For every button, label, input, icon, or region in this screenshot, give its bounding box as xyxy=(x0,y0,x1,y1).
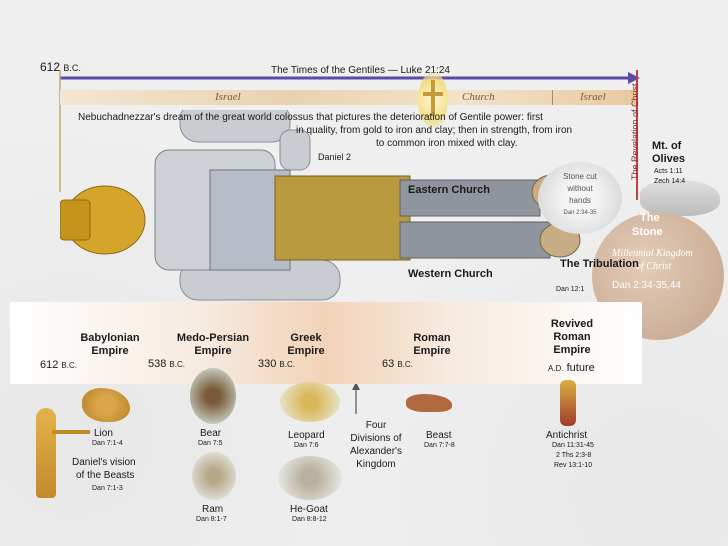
anti-ref1: Dan 11:31-45 xyxy=(552,442,594,449)
vision-l2: of the Beasts xyxy=(76,470,135,481)
dream-line2: in quality, from gold to iron and clay; … xyxy=(296,125,573,136)
daniel-figure xyxy=(36,408,56,498)
medo-l1: Medo-Persian xyxy=(176,332,250,344)
year-612: 612 B.C. xyxy=(40,359,77,371)
daniel-pointing-arm xyxy=(52,430,90,434)
statue-bronze-skirt xyxy=(274,175,411,261)
year-330: 330 B.C. xyxy=(258,358,295,370)
tribulation-ref: Dan 12:1 xyxy=(556,286,585,293)
cross-bar xyxy=(423,92,443,96)
revived-l1: Revived xyxy=(550,318,594,330)
ram-label: Ram xyxy=(202,504,224,515)
goat-label: He-Goat xyxy=(290,504,328,515)
leopard-icon xyxy=(280,382,340,422)
anti-ref2: 2 Ths 2:3-8 xyxy=(556,452,592,459)
year-538: 538 B.C. xyxy=(148,358,185,370)
lion-label: Lion xyxy=(94,428,113,439)
era-band xyxy=(60,90,636,105)
divisions-arrow-head xyxy=(352,382,360,390)
mt-of-label: Mt. of xyxy=(652,140,682,152)
babylonian-l2: Empire xyxy=(91,345,129,357)
stone-cut-l3: hands xyxy=(569,196,591,205)
medo-l2: Empire xyxy=(194,345,232,357)
greek-l1: Greek xyxy=(290,332,322,344)
dream-line1: Nebuchadnezzar's dream of the great worl… xyxy=(78,112,543,123)
beast-label: Beast xyxy=(426,430,452,441)
mt-ref1: Acts 1:11 xyxy=(654,168,683,175)
era-israel-left: Israel xyxy=(215,91,241,103)
goat-icon xyxy=(278,456,342,500)
four-l2: Divisions of xyxy=(350,433,402,444)
era-church: Church xyxy=(462,91,495,103)
stone-cut-l1: Stone cut xyxy=(563,172,597,181)
bear-ref: Dan 7:5 xyxy=(198,440,223,447)
roman-l2: Empire xyxy=(413,345,451,357)
statue-hand-upper xyxy=(279,129,311,171)
tribulation-l1: The Tribulation xyxy=(560,258,639,270)
antichrist-label: Antichrist xyxy=(546,430,588,441)
statue-leg-lower xyxy=(399,221,551,259)
four-l4: Kingdom xyxy=(356,459,396,470)
statue-drawing xyxy=(59,101,581,301)
bear-label: Bear xyxy=(200,428,222,439)
goat-ref: Dan 8:8-12 xyxy=(292,516,327,523)
bear-icon xyxy=(190,368,236,424)
empires-band xyxy=(10,302,642,384)
anti-ref3: Rev 13:1-10 xyxy=(554,462,593,469)
millennial-l2: of Christ xyxy=(636,261,672,272)
stone-cut-ref: Dan 2:34-35 xyxy=(563,210,597,216)
cross-icon xyxy=(431,80,435,116)
western-church-label: Western Church xyxy=(408,268,493,280)
times-of-gentiles-title: The Times of the Gentiles — Luke 21:24 xyxy=(268,65,453,76)
start-year-label: 612 B.C. xyxy=(40,60,81,74)
beast-icon xyxy=(406,394,452,412)
revived-l3: Empire xyxy=(553,344,591,356)
millennial-l1: Millennial Kingdom xyxy=(612,248,693,259)
statue xyxy=(59,101,620,310)
four-l1: Four xyxy=(365,420,387,431)
mt-olives-rock xyxy=(640,180,720,216)
stone-cut-l2: without xyxy=(567,184,593,193)
olives-label: Olives xyxy=(652,153,686,165)
revived-l2: Roman xyxy=(553,331,591,343)
leopard-ref: Dan 7:6 xyxy=(294,442,319,449)
ram-icon xyxy=(192,452,236,500)
era-divider xyxy=(552,90,553,105)
leopard-label: Leopard xyxy=(288,430,325,441)
year-63: 63 B.C. xyxy=(382,358,413,370)
beast-ref: Dan 7:7-8 xyxy=(424,442,455,449)
statue-leg-upper xyxy=(399,179,541,217)
dream-line3: to common iron mixed with clay. xyxy=(376,138,518,149)
vision-ref: Dan 7:1-3 xyxy=(92,485,123,492)
vision-l1: Daniel's vision xyxy=(72,457,136,468)
four-l3: Alexander's xyxy=(350,446,402,457)
year-future: A.D. future xyxy=(548,362,595,374)
revelation-label: The Revelation of Christ xyxy=(630,83,640,180)
ram-ref: Dan 8:1-7 xyxy=(196,516,227,523)
daniel2-ref: Daniel 2 xyxy=(318,152,352,162)
millennial-ref: Dan 2:34-35,44 xyxy=(612,280,681,291)
lion-ref: Dan 7:1-4 xyxy=(92,440,123,447)
timeline-arrow-head xyxy=(628,72,640,84)
the-stone-l2: Stone xyxy=(632,226,663,238)
greek-l2: Empire xyxy=(287,345,325,357)
eastern-church-label: Eastern Church xyxy=(408,184,490,196)
the-stone-l1: The xyxy=(640,212,660,224)
antichrist-icon xyxy=(560,380,576,426)
babylonian-l1: Babylonian xyxy=(80,332,140,344)
stone-cut-circle xyxy=(538,162,622,234)
mt-ref2: Zech 14:4 xyxy=(654,178,686,185)
statue-crown xyxy=(59,199,91,241)
lion-icon xyxy=(82,388,130,422)
roman-l1: Roman xyxy=(413,332,451,344)
era-israel-right: Israel xyxy=(580,91,606,103)
